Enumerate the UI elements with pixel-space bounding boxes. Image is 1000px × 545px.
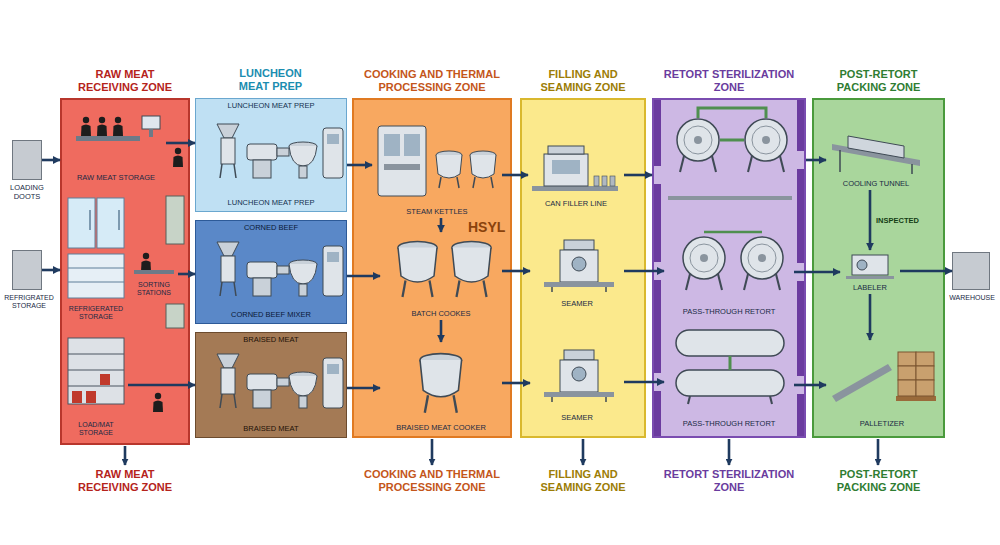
station-box: SEAMER bbox=[530, 340, 624, 424]
station-box: RAW MEAT STORAGE bbox=[66, 102, 166, 184]
box-label: BRAISED MEAT bbox=[243, 336, 298, 345]
receiving-illustration bbox=[68, 116, 184, 412]
box-label: CORNED BEEF bbox=[244, 224, 298, 233]
flow-arrow bbox=[502, 382, 530, 385]
flow-arrow bbox=[502, 174, 528, 177]
edge-label: INSPECTED bbox=[876, 216, 919, 225]
flow-arrow bbox=[347, 275, 380, 278]
station-box: PALLETIZER bbox=[826, 340, 938, 430]
station-box: LABELER bbox=[840, 250, 900, 294]
zone-heading: COOKING AND THERMAL PROCESSING ZONE bbox=[347, 68, 517, 94]
dock-stub: LOADING DOOTS bbox=[12, 140, 42, 180]
station-box: REFRIGERATED STORAGE bbox=[64, 192, 128, 322]
watermark: HSYL bbox=[468, 219, 505, 236]
station-label: REFRIGERATED STORAGE bbox=[65, 305, 127, 321]
zone-heading: FILLING AND SEAMING ZONE bbox=[528, 68, 638, 94]
station-label: PASS-THROUGH RETORT bbox=[683, 420, 776, 429]
flow-arrow bbox=[42, 159, 60, 162]
station-label: SEAMER bbox=[561, 414, 593, 423]
station-label: CAN FILLER LINE bbox=[545, 200, 607, 209]
flow-arrow bbox=[869, 190, 872, 250]
packing-illustration bbox=[832, 136, 936, 402]
prep-box: CORNED BEEF CORNED BEEF MIXER bbox=[195, 220, 347, 324]
zone-footer: RETORT STERILIZATION ZONE bbox=[654, 468, 804, 494]
zone-footer: COOKING AND THERMAL PROCESSING ZONE bbox=[347, 468, 517, 494]
zone-heading: RAW MEAT RECEIVING ZONE bbox=[65, 68, 185, 94]
flow-arrow bbox=[794, 271, 840, 274]
station-label: COOLING TUNNEL bbox=[843, 180, 910, 189]
station-label: LABELER bbox=[853, 284, 887, 293]
station-label: RAW MEAT STORAGE bbox=[77, 174, 155, 183]
zone-heading: POST-RETORT PACKING ZONE bbox=[819, 68, 939, 94]
retort-side-bars bbox=[654, 100, 804, 436]
flow-arrow bbox=[178, 273, 195, 276]
flow-arrow bbox=[166, 142, 195, 145]
dock-label: LOADING DOOTS bbox=[3, 184, 51, 201]
station-box: COOLING TUNNEL bbox=[826, 130, 926, 190]
zone-footer: POST-RETORT PACKING ZONE bbox=[819, 468, 939, 494]
station-box: SEAMER bbox=[530, 232, 624, 310]
station-box: CAN FILLER LINE bbox=[528, 140, 624, 210]
flow-arrow bbox=[869, 294, 872, 340]
flow-arrow bbox=[440, 218, 443, 232]
box-label: CORNED BEEF MIXER bbox=[231, 311, 311, 320]
zone-footer: FILLING AND SEAMING ZONE bbox=[528, 468, 638, 494]
zone-band: RETORT STERILIZATION ZONERETORT STERILIZ… bbox=[652, 98, 806, 438]
dock-stub: WAREHOUSE bbox=[952, 252, 990, 290]
dock-label: REFRIGRATED STORAGE bbox=[2, 294, 56, 310]
station-label: PALLETIZER bbox=[860, 420, 904, 429]
station-label: SORTING STATIONS bbox=[131, 281, 177, 297]
prep-box: BRAISED MEAT BRAISED MEAT bbox=[195, 332, 347, 438]
zone-pointer bbox=[125, 439, 878, 465]
flow-arrow bbox=[794, 384, 826, 387]
dock-stub: REFRIGRATED STORAGE bbox=[12, 250, 42, 290]
flow-arrow bbox=[440, 320, 443, 342]
zone-heading: RETORT STERILIZATION ZONE bbox=[654, 68, 804, 94]
flow-arrow bbox=[347, 164, 372, 167]
flow-arrow bbox=[624, 174, 652, 177]
zone-band: COOKING AND THERMAL PROCESSING ZONECOOKI… bbox=[352, 98, 512, 438]
dock-label: WAREHOUSE bbox=[947, 294, 997, 302]
station-box: STEAM KETTLES bbox=[372, 118, 502, 218]
station-label: BRAISED MEAT COOKER bbox=[396, 424, 486, 433]
station-box: PASS-THROUGH RETORT bbox=[664, 322, 794, 430]
station-box: SORTING STATIONS bbox=[130, 250, 178, 298]
zone-footer: RAW MEAT RECEIVING ZONE bbox=[65, 468, 185, 494]
flow-arrow bbox=[806, 159, 826, 162]
box-label: BRAISED MEAT bbox=[243, 425, 298, 434]
flow-arrow bbox=[900, 270, 952, 273]
cooking-illustration bbox=[378, 126, 496, 413]
flow-arrow bbox=[624, 381, 664, 384]
prep-illustration bbox=[217, 124, 343, 408]
zone-band: RAW MEAT RECEIVING ZONERAW MEAT RECEIVIN… bbox=[60, 98, 190, 445]
box-label: LUNCHEON MEAT PREP bbox=[228, 199, 315, 208]
station-label: PASS-THROUGH RETORT bbox=[683, 308, 776, 317]
station-box: BRAISED MEAT COOKER bbox=[380, 342, 502, 434]
flow-arrow bbox=[624, 270, 664, 273]
prep-box: LUNCHEON MEAT PREPLUNCHEON MEAT PREPLUNC… bbox=[195, 98, 347, 212]
station-label: BATCH COOKES bbox=[411, 310, 470, 319]
zone-band: POST-RETORT PACKING ZONEPOST-RETORT PACK… bbox=[812, 98, 945, 438]
station-label: STEAM KETTLES bbox=[406, 208, 467, 217]
flow-arrow bbox=[42, 269, 60, 272]
station-box: BATCH COOKES bbox=[380, 232, 502, 320]
box-label: LUNCHEON MEAT PREP bbox=[228, 102, 315, 111]
flow-arrow bbox=[502, 270, 530, 273]
retort-illustration bbox=[668, 108, 792, 404]
box-heading: LUNCHEON MEAT PREP bbox=[231, 67, 311, 93]
station-box: LOAD/MAT STORAGE bbox=[64, 332, 128, 438]
station-box: PASS-THROUGH RETORT bbox=[664, 228, 794, 318]
station-label: LOAD/MAT STORAGE bbox=[65, 421, 127, 437]
filling-illustration bbox=[532, 146, 618, 402]
flow-arrow bbox=[128, 384, 195, 387]
zone-band: FILLING AND SEAMING ZONEFILLING AND SEAM… bbox=[520, 98, 646, 438]
flow-arrow bbox=[347, 387, 380, 390]
station-label: SEAMER bbox=[561, 300, 593, 309]
